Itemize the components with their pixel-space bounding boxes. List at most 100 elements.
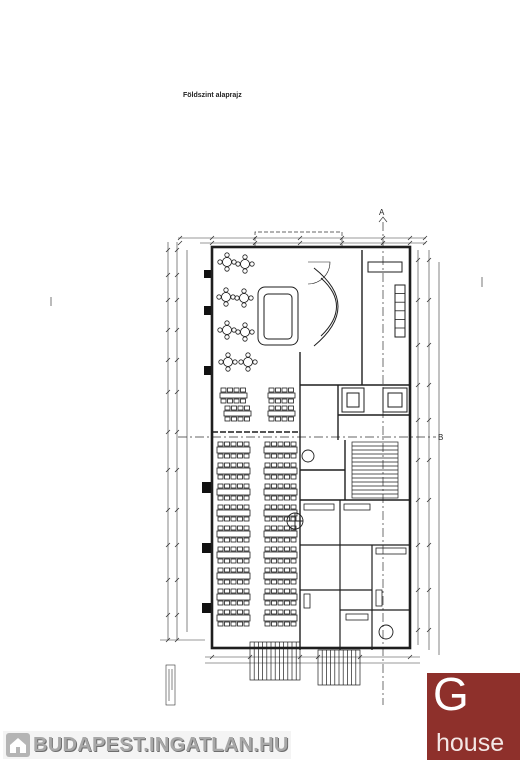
round-table [240, 327, 250, 337]
chair [275, 387, 281, 393]
chair [227, 387, 233, 393]
chair [271, 525, 277, 531]
dining-table [263, 551, 298, 559]
dimension-tick [177, 235, 183, 241]
chair [288, 405, 294, 411]
dimension-tick [174, 637, 180, 643]
dining-table [263, 530, 298, 538]
logo-word: house [436, 729, 505, 757]
chair [284, 546, 290, 552]
chair [290, 453, 297, 459]
section-label-a: A [379, 208, 385, 217]
round-table [221, 292, 231, 302]
dimension-tick [174, 297, 180, 303]
chair [271, 504, 277, 510]
chair [230, 495, 237, 501]
dimension-tick [165, 637, 171, 643]
chair [271, 441, 277, 447]
chair [264, 525, 271, 531]
chair [230, 546, 237, 552]
chair [230, 441, 237, 447]
chair [243, 609, 250, 615]
dining-table [263, 446, 298, 454]
dimension-tick [174, 467, 180, 473]
chair [264, 462, 271, 468]
chair [271, 567, 277, 573]
chair [277, 516, 284, 522]
chair [217, 558, 224, 564]
dining-table [263, 572, 298, 580]
dimension-tick [165, 577, 171, 583]
chair [233, 387, 240, 393]
dimension-tick [426, 627, 432, 633]
chair [264, 504, 271, 510]
chair [237, 504, 243, 510]
chair [288, 387, 294, 393]
chair [230, 525, 237, 531]
chair [224, 504, 230, 510]
chair [217, 537, 224, 543]
chair [264, 537, 271, 543]
chair [264, 516, 271, 522]
chair [217, 483, 224, 489]
chair [277, 609, 284, 615]
chair [271, 474, 277, 480]
chair [271, 588, 277, 594]
chair [277, 579, 284, 585]
chair [290, 558, 297, 564]
chair [237, 441, 243, 447]
chair [243, 516, 250, 522]
dimension-tick [422, 235, 428, 241]
round-table [239, 293, 249, 303]
chair [284, 474, 290, 480]
dimension-tick [174, 612, 180, 618]
dimension-tick [209, 240, 215, 246]
chair [217, 495, 224, 501]
round-table [222, 257, 232, 267]
chair [284, 621, 290, 627]
chair [217, 525, 224, 531]
chair [217, 546, 224, 552]
chair [217, 462, 224, 468]
dimension-tick [174, 389, 180, 395]
legend-frame [165, 664, 176, 706]
chair [271, 600, 277, 606]
chair [223, 287, 229, 293]
chair [243, 483, 250, 489]
chair [238, 359, 244, 365]
chair [230, 516, 237, 522]
dimension-tick [357, 654, 363, 660]
chair [271, 483, 277, 489]
dimension-tick [422, 240, 428, 246]
curved-counter-inner [320, 277, 337, 337]
chair [252, 359, 258, 365]
chair [284, 495, 290, 501]
round-table [240, 259, 250, 269]
dimension-tick [415, 587, 421, 593]
chair [275, 405, 281, 411]
chair [230, 621, 237, 627]
chair [264, 453, 271, 459]
chair [277, 495, 284, 501]
round-table [222, 325, 232, 335]
chair [237, 525, 243, 531]
chair [281, 416, 288, 422]
curved-counter [313, 267, 339, 347]
chair [277, 504, 284, 510]
dimension-tick [165, 467, 171, 473]
chair [243, 558, 250, 564]
dimension-tick [426, 497, 432, 503]
chair [264, 441, 271, 447]
dimension-tick [174, 272, 180, 278]
kitchen-counter [343, 503, 371, 511]
chair [277, 588, 284, 594]
dimension-tick [165, 327, 171, 333]
dimension-tick [297, 235, 303, 241]
chair [243, 504, 250, 510]
dining-table [216, 488, 251, 496]
chair [240, 398, 246, 404]
dimension-tick [174, 247, 180, 253]
dimension-tick [380, 235, 386, 241]
chair [224, 525, 230, 531]
chair [243, 525, 250, 531]
